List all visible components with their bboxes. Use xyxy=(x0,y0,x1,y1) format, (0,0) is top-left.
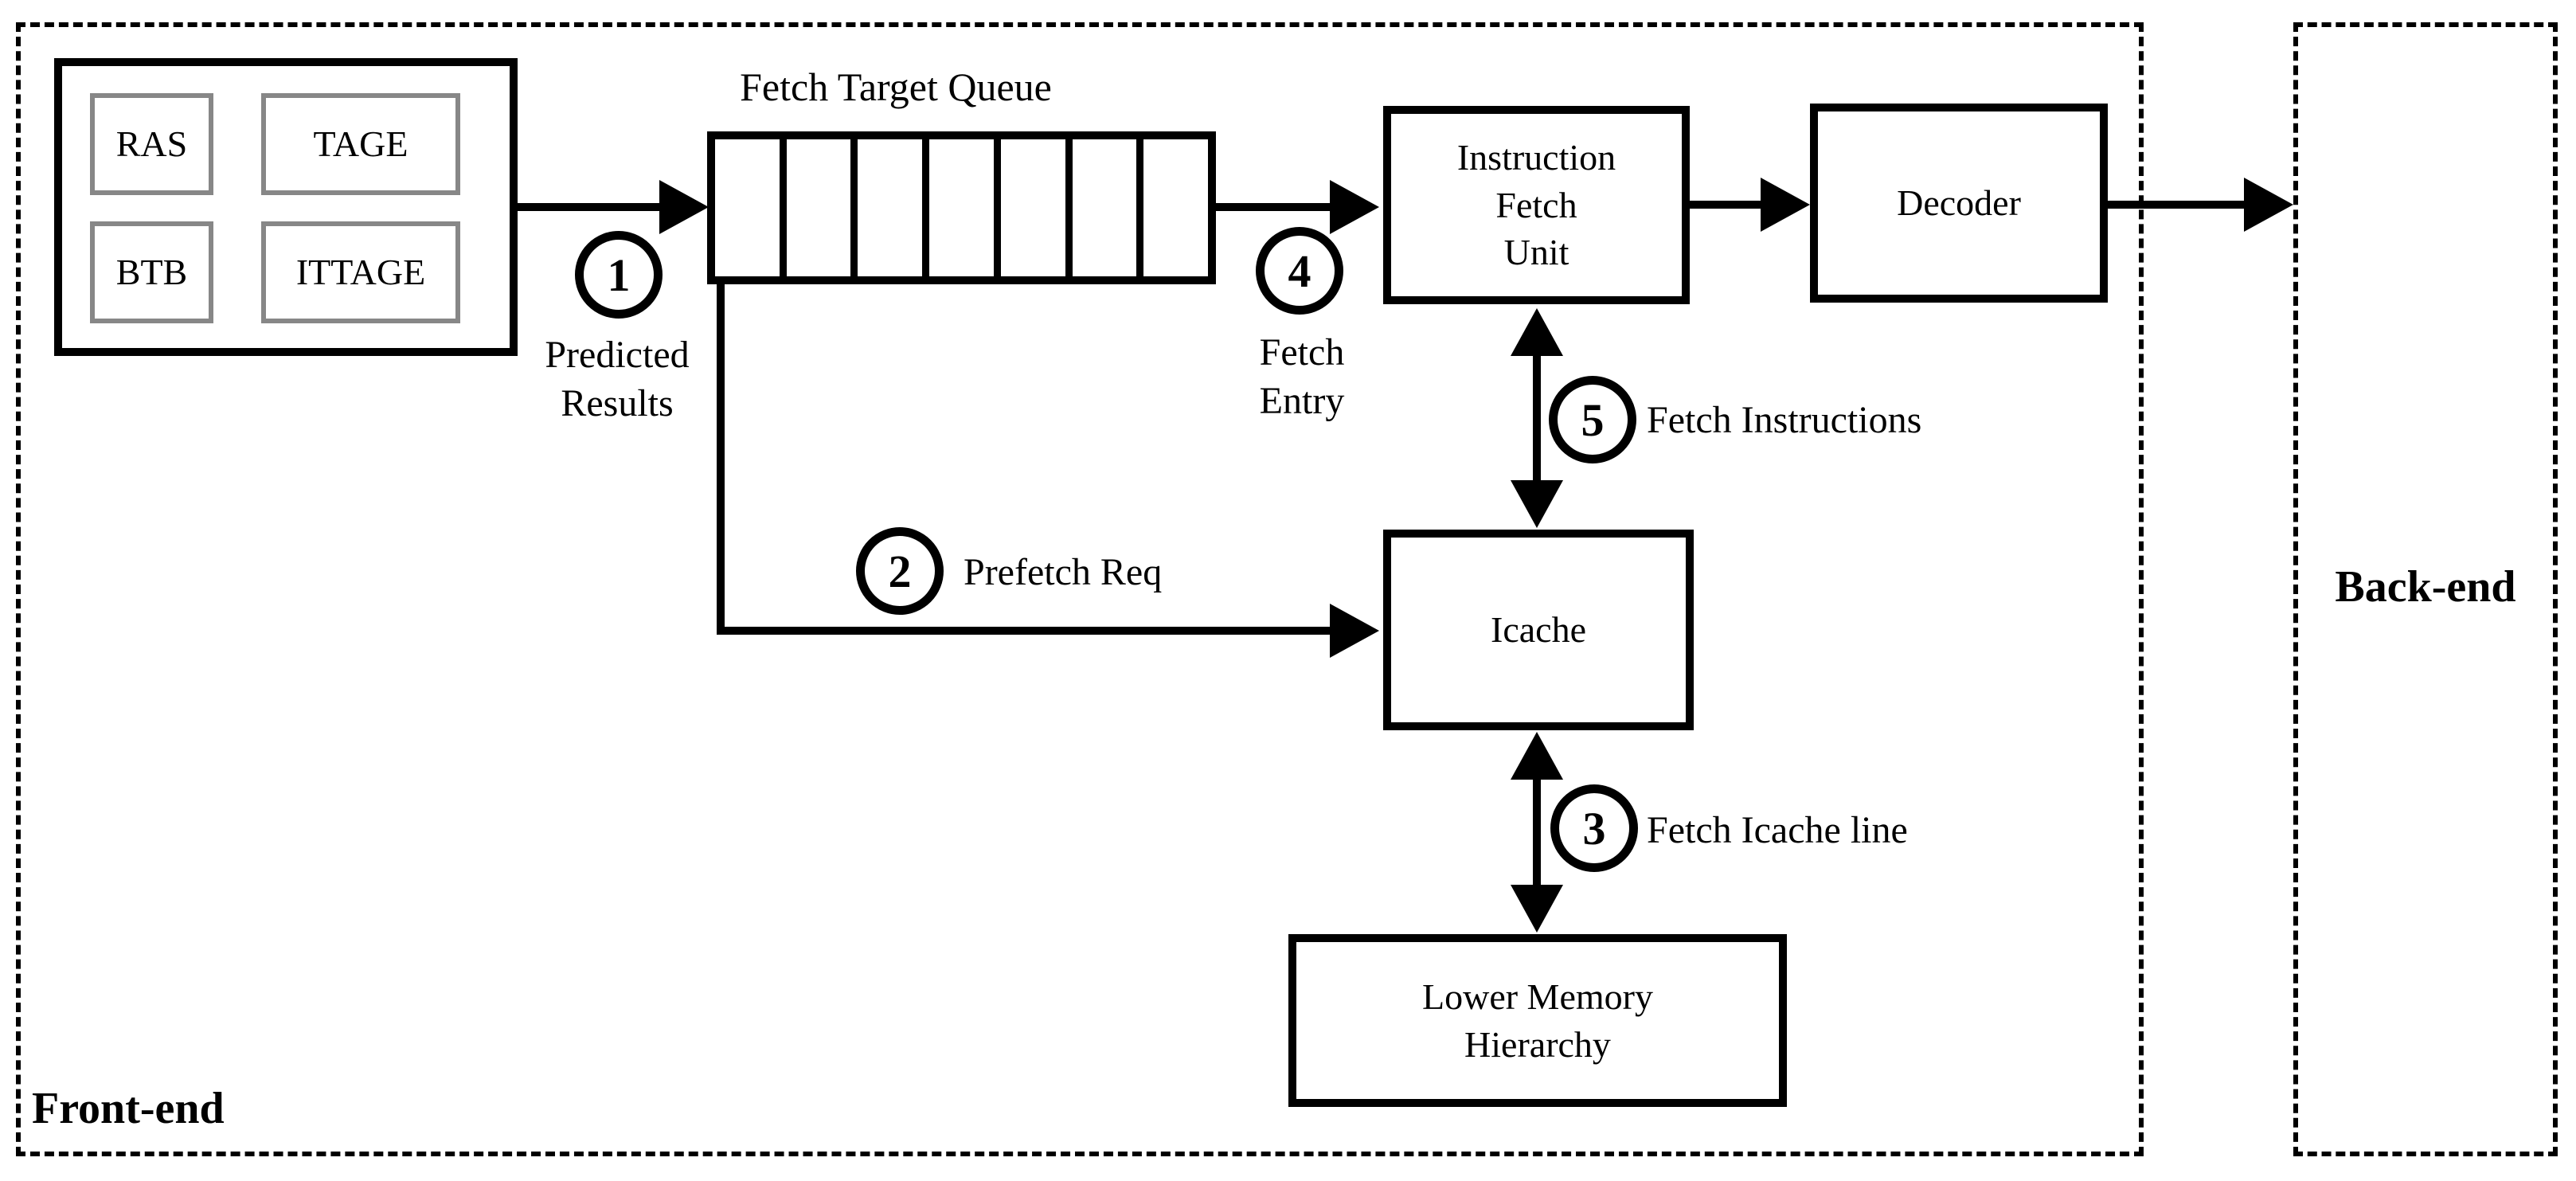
step-3-label: Fetch Icache line xyxy=(1647,809,1908,851)
queue-slot xyxy=(1143,139,1208,276)
icache-box: Icache xyxy=(1383,530,1694,730)
step-2-label: Prefetch Req xyxy=(964,551,1163,593)
step-circle-4: 4 xyxy=(1256,227,1343,315)
step-3-number: 3 xyxy=(1582,802,1606,854)
queue-slot xyxy=(715,139,787,276)
back-end-region xyxy=(2293,22,2558,1156)
queue-slot xyxy=(1073,139,1144,276)
ifu-label-line: Unit xyxy=(1503,232,1569,273)
instruction-fetch-unit-box: Instruction Fetch Unit xyxy=(1383,106,1690,304)
tage-label: TAGE xyxy=(313,123,408,165)
step-5-number: 5 xyxy=(1581,393,1605,446)
fetch-target-queue-title: Fetch Target Queue xyxy=(740,65,1052,109)
step-2-number: 2 xyxy=(888,545,912,597)
decoder-label: Decoder xyxy=(1897,182,2021,224)
step-circle-3: 3 xyxy=(1550,784,1638,872)
ittage-box: ITTAGE xyxy=(261,221,460,323)
back-end-label: Back-end xyxy=(2335,562,2516,612)
step-circle-1: 1 xyxy=(575,231,663,319)
step-circle-5: 5 xyxy=(1549,376,1636,463)
tage-box: TAGE xyxy=(261,93,460,195)
ras-label: RAS xyxy=(115,123,188,165)
lower-memory-hierarchy-box: Lower Memory Hierarchy xyxy=(1288,934,1787,1107)
ittage-label: ITTAGE xyxy=(295,252,426,293)
lower-memory-label-line: Hierarchy xyxy=(1464,1023,1611,1065)
decoder-box: Decoder xyxy=(1810,104,2108,303)
step-circle-2: 2 xyxy=(856,527,944,615)
front-end-region xyxy=(16,22,2144,1156)
btb-box: BTB xyxy=(90,221,213,323)
queue-slot xyxy=(929,139,1001,276)
fetch-target-queue xyxy=(707,131,1216,284)
branch-predictor-box: RAS TAGE BTB ITTAGE xyxy=(54,58,518,356)
icache-label: Icache xyxy=(1491,609,1586,651)
queue-slot xyxy=(858,139,930,276)
step-1-number: 1 xyxy=(607,248,631,301)
step-4-number: 4 xyxy=(1288,244,1311,297)
queue-slot xyxy=(787,139,858,276)
ras-box: RAS xyxy=(90,93,213,195)
btb-label: BTB xyxy=(115,252,188,293)
step-4-label: Fetch Entry xyxy=(1259,331,1345,423)
ifu-label-line: Fetch xyxy=(1495,184,1577,225)
queue-slot xyxy=(1001,139,1073,276)
ifu-label-line: Instruction xyxy=(1456,136,1616,178)
step-5-label: Fetch Instructions xyxy=(1647,399,1922,441)
lower-memory-label-line: Lower Memory xyxy=(1422,976,1653,1017)
front-end-label: Front-end xyxy=(32,1084,225,1133)
step-1-label: Predicted Results xyxy=(545,334,690,425)
